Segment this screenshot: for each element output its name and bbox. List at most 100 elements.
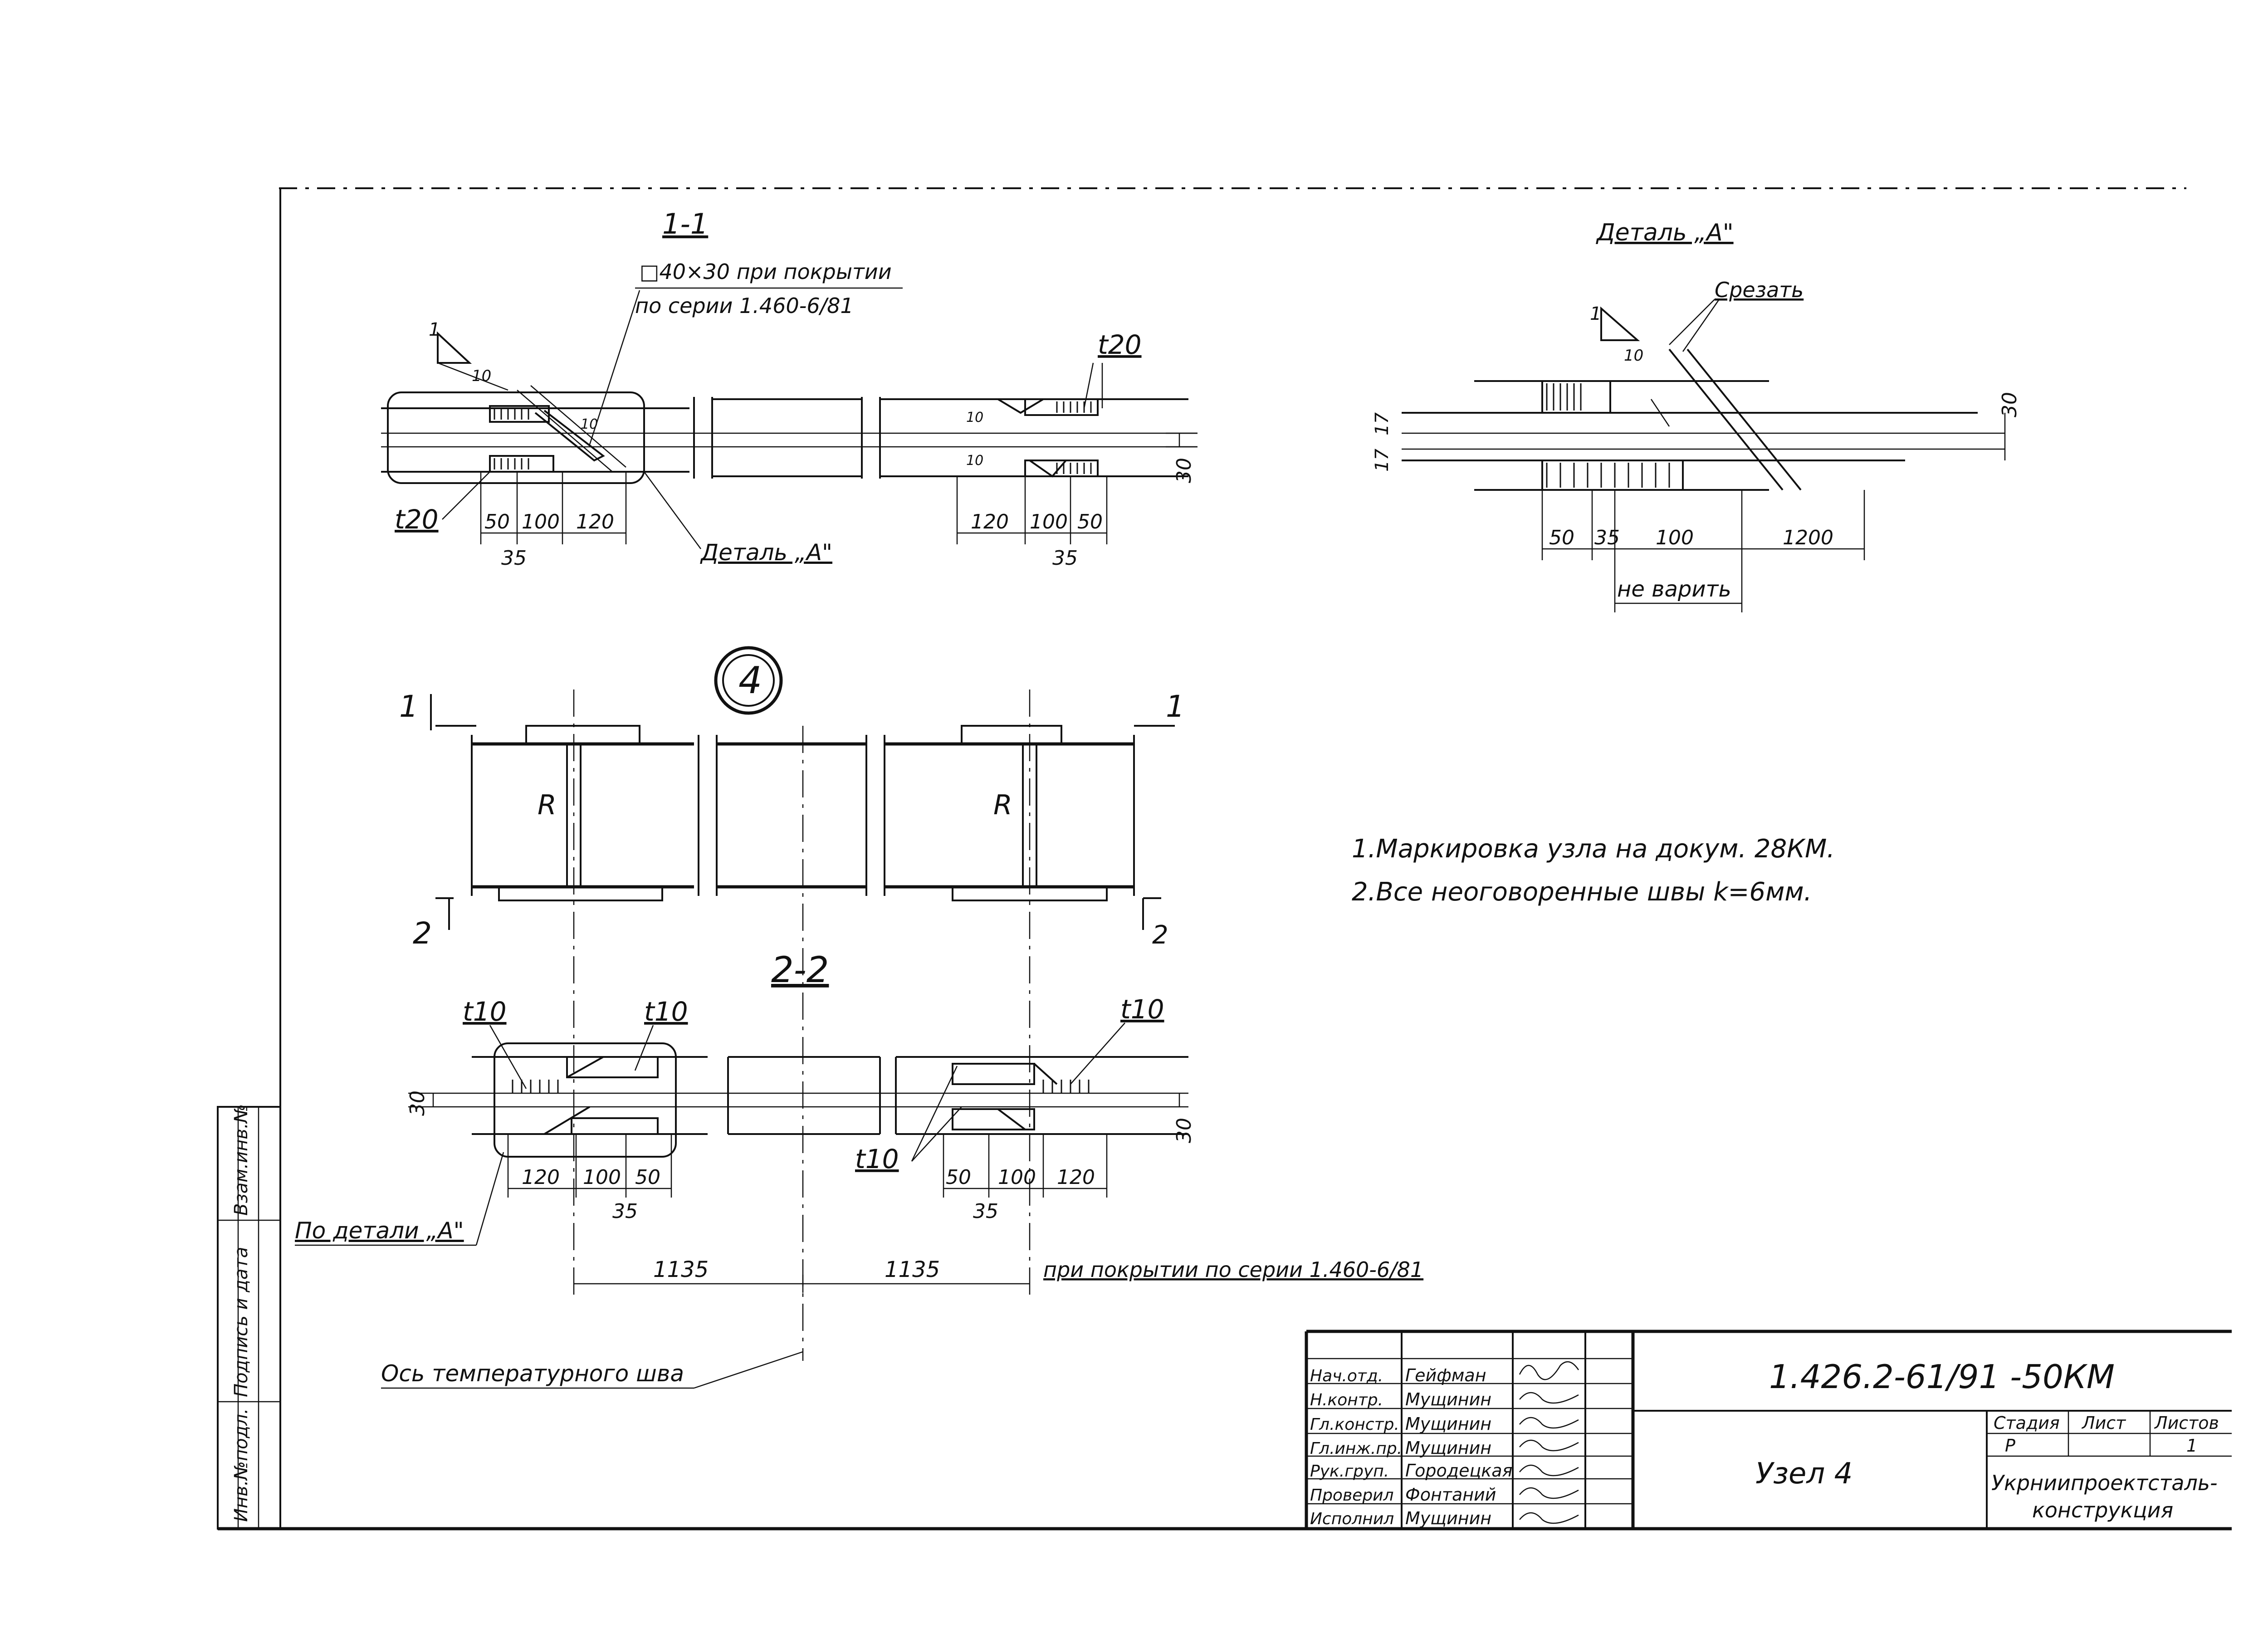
name-3: Мущинин [1405, 1414, 1491, 1434]
role-gl-inzh: Гл.инж.пр. [1310, 1439, 1402, 1458]
role-proveril: Проверил [1310, 1486, 1394, 1505]
signatures [1519, 1361, 1579, 1524]
sheet-frame [217, 187, 2232, 1531]
detail-a: Деталь „А" Срезать 1 10 17 17 [1372, 219, 2021, 612]
detail-a-side-dim-1: 17 [1372, 449, 1393, 472]
plate-t20-left: t20 [395, 504, 439, 535]
role-ispolnil: Исполнил [1310, 1510, 1394, 1528]
dim-2-2-right-a: 50 [946, 1166, 971, 1189]
name-7: Мущинин [1405, 1508, 1491, 1528]
dim-2-2-left-c: 50 [635, 1166, 660, 1189]
name-2: Мущинин [1405, 1389, 1491, 1409]
section-2-2: 2-2 t10 t10 t10 [295, 950, 1423, 1389]
cut-2-right: 2 [1152, 920, 1168, 950]
reaction-r-left: R [538, 789, 557, 821]
spacing-left: 1135 [653, 1257, 709, 1282]
side-stamp-labels: Инв.№подл. Подпись и дата Взам.инв.№ [231, 1104, 252, 1522]
plate-t10-a: t10 [463, 996, 507, 1027]
axis-note: Ось температурного шва [381, 1360, 684, 1387]
detail-a-dim-50: 50 [1549, 526, 1574, 549]
dim-2-2-height-left: 30 [406, 1091, 429, 1116]
detail-a-title: Деталь „А" [1596, 219, 1734, 246]
detail-a-callout: Деталь „А" [700, 539, 832, 566]
title-block: Нач.отд. Н.контр. Гл.констр. Гл.инж.пр. … [1305, 1330, 2232, 1529]
section-1-1-title: 1-1 [662, 207, 708, 240]
section-1-1-note-line2: по серии 1.460-6/81 [635, 293, 854, 318]
role-gl-konstr: Гл.констр. [1310, 1415, 1399, 1434]
name-6: Фонтаний [1405, 1485, 1496, 1505]
sheets-value: 1 [2186, 1436, 2197, 1456]
weld-hatch-2-2 [512, 1080, 1090, 1093]
sheet-title: Узел 4 [1755, 1457, 1853, 1491]
weld-hatch-left [494, 408, 529, 469]
dim-2-2-right-c: 120 [1057, 1166, 1095, 1189]
org-line-1: Укрниипроектсталь- [1991, 1471, 2218, 1495]
detail-a-height-dim: 30 [1998, 392, 2021, 417]
stamp-inv-podl: Инв.№подл. [231, 1408, 252, 1522]
detail-a-side-dim-2: 17 [1372, 412, 1393, 435]
stage-value: Р [2005, 1436, 2015, 1456]
note-1: 1.Маркировка узла на докум. 28КМ. [1352, 834, 1835, 864]
dim-1-1-height: 30 [1173, 458, 1196, 483]
detail-ref: По детали „А" [295, 1218, 464, 1244]
roof-note: при покрытии по серии 1.460-6/81 [1043, 1257, 1423, 1282]
elevation-view: 1 1 2 2 R R [399, 689, 1185, 1361]
dim-1-1-left-35: 35 [501, 547, 527, 570]
dim-2-2-height-right: 30 [1173, 1118, 1196, 1143]
dim-1-1-right-b: 100 [1030, 510, 1068, 533]
stage-label: Стадия [1994, 1413, 2060, 1433]
plate-t10-b: t10 [644, 996, 688, 1027]
dim-1-1-left-c: 120 [576, 510, 614, 533]
dim-1-1-left-b: 100 [522, 510, 560, 533]
detail-a-no-weld: не варить [1617, 577, 1731, 602]
dim-1-1-right-a: 120 [971, 510, 1009, 533]
section-1-1: 1-1 □40×30 при покрытии по серии 1.460-6… [381, 207, 1198, 570]
section-2-2-title: 2-2 [771, 950, 829, 991]
sheets-label: Листов [2154, 1413, 2219, 1433]
role-ruk-grup: Рук.груп. [1310, 1462, 1389, 1481]
weld-size-mid: 10 [581, 416, 598, 432]
cut-1-right: 1 [1166, 689, 1185, 724]
detail-a-cut-note: Срезать [1715, 278, 1804, 302]
dim-2-2-right-b: 100 [998, 1166, 1036, 1189]
doc-code: 1.426.2-61/91 -50КМ [1769, 1358, 2115, 1396]
name-4: Мущинин [1405, 1438, 1491, 1458]
dim-2-2-left-35: 35 [612, 1200, 638, 1223]
spacing-right: 1135 [885, 1257, 940, 1282]
weld-hatch-right [1056, 401, 1092, 474]
weld-size-right-low: 10 [966, 453, 983, 469]
reaction-r-right: R [993, 789, 1012, 821]
sheet-label: Лист [2081, 1413, 2126, 1433]
note-2: 2.Все неоговоренные швы k=6мм. [1352, 877, 1812, 907]
detail-a-dim-100: 100 [1656, 526, 1694, 549]
dim-2-2-left-a: 120 [522, 1166, 560, 1189]
weld-size-right: 10 [966, 410, 983, 425]
detail-a-dim-1200: 1200 [1783, 526, 1833, 549]
role-n-kontr: Н.контр. [1310, 1391, 1383, 1409]
detail-a-dim-35: 35 [1594, 526, 1620, 549]
stamp-signature-date: Подпись и дата [231, 1247, 252, 1397]
dim-2-2-right-35: 35 [973, 1200, 998, 1223]
section-1-1-note-line1: □40×30 при покрытии [640, 259, 892, 284]
node-number: 4 [738, 659, 762, 702]
plate-t10-d: t10 [855, 1144, 899, 1174]
weld-slope-left: 1 [429, 319, 440, 340]
weld-size-left: 10 [472, 367, 491, 385]
plate-t20-right: t20 [1098, 329, 1142, 360]
detail-a-weld-size: 10 [1624, 347, 1643, 365]
role-nach-otd: Нач.отд. [1310, 1367, 1383, 1385]
plate-t10-c: t10 [1120, 994, 1164, 1025]
dim-2-2-left-b: 100 [583, 1166, 621, 1189]
dim-1-1-right-35: 35 [1052, 547, 1078, 570]
stamp-vzam-inv: Взам.инв.№ [231, 1104, 252, 1216]
detail-a-weld-slope: 1 [1590, 303, 1601, 324]
dim-1-1-left-a: 50 [484, 510, 510, 533]
dim-1-1-right-c: 50 [1077, 510, 1103, 533]
node-marker: 4 [714, 646, 783, 715]
cut-2-left: 2 [413, 916, 432, 951]
name-1: Гейфман [1405, 1365, 1486, 1385]
org-line-2: конструкция [2032, 1498, 2173, 1522]
detail-a-weld-hatch [1546, 383, 1670, 488]
cut-1-left: 1 [399, 689, 418, 724]
